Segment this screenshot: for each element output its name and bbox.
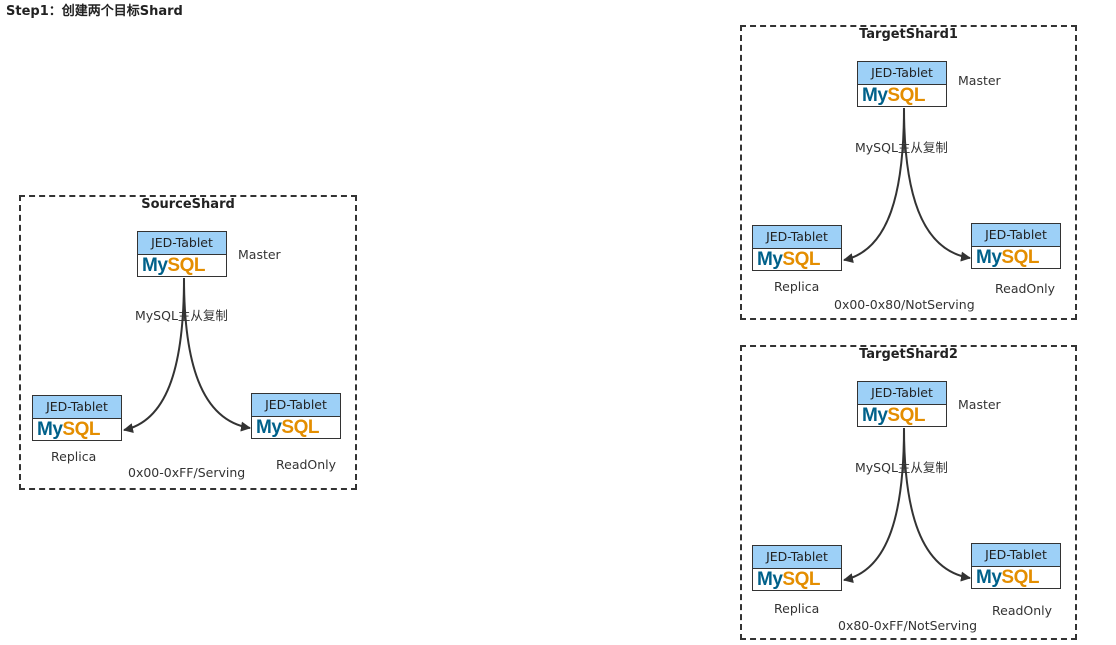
target-shard2-title: TargetShard2 [859, 347, 958, 362]
mysql-logo: MySQL [976, 567, 1039, 588]
tablet-header: JED-Tablet [753, 546, 841, 569]
source-shard-box: SourceShard [19, 195, 357, 490]
source-replication-label: MySQL主从复制 [135, 308, 228, 323]
mysql-logo: MySQL [256, 417, 319, 438]
target2-replica-tablet: JED-Tablet MySQL [752, 545, 842, 591]
target1-master-role: Master [958, 73, 1001, 88]
source-replica-role: Replica [51, 449, 97, 464]
tablet-header: JED-Tablet [753, 226, 841, 249]
step-title: Step1：创建两个目标Shard [6, 4, 183, 19]
target2-readonly-tablet: JED-Tablet MySQL [971, 543, 1061, 589]
source-master-role: Master [238, 247, 281, 262]
target2-replication-label: MySQL主从复制 [855, 460, 948, 475]
source-readonly-tablet: JED-Tablet MySQL [251, 393, 341, 439]
target2-readonly-role: ReadOnly [992, 603, 1053, 618]
target-shard1-box: TargetShard1 [740, 25, 1077, 320]
mysql-logo: MySQL [37, 419, 100, 440]
target1-replica-role: Replica [774, 279, 820, 294]
source-readonly-role: ReadOnly [276, 457, 337, 472]
tablet-header: JED-Tablet [33, 396, 121, 419]
tablet-header: JED-Tablet [252, 394, 340, 417]
target-shard1-title: TargetShard1 [859, 27, 958, 42]
target2-range-label: 0x80-0xFF/NotServing [838, 618, 978, 633]
source-range-label: 0x00-0xFF/Serving [128, 465, 246, 480]
tablet-header: JED-Tablet [972, 544, 1060, 567]
mysql-logo: MySQL [757, 569, 820, 590]
target1-master-tablet: JED-Tablet MySQL [857, 61, 947, 107]
target1-readonly-tablet: JED-Tablet MySQL [971, 223, 1061, 269]
target2-master-role: Master [958, 397, 1001, 412]
source-shard-title: SourceShard [141, 197, 235, 212]
mysql-logo: MySQL [862, 405, 925, 426]
mysql-logo: MySQL [862, 85, 925, 106]
target-shard2-box: TargetShard2 [740, 345, 1077, 640]
target1-readonly-role: ReadOnly [995, 281, 1056, 296]
tablet-header: JED-Tablet [972, 224, 1060, 247]
mysql-logo: MySQL [757, 249, 820, 270]
target1-replica-tablet: JED-Tablet MySQL [752, 225, 842, 271]
tablet-header: JED-Tablet [858, 382, 946, 405]
tablet-header: JED-Tablet [858, 62, 946, 85]
mysql-logo: MySQL [142, 255, 205, 276]
source-replica-tablet: JED-Tablet MySQL [32, 395, 122, 441]
mysql-logo: MySQL [976, 247, 1039, 268]
source-master-tablet: JED-Tablet MySQL [137, 231, 227, 277]
target1-range-label: 0x00-0x80/NotServing [834, 297, 975, 312]
target2-replica-role: Replica [774, 601, 820, 616]
target2-master-tablet: JED-Tablet MySQL [857, 381, 947, 427]
tablet-header: JED-Tablet [138, 232, 226, 255]
target1-replication-label: MySQL主从复制 [855, 140, 948, 155]
